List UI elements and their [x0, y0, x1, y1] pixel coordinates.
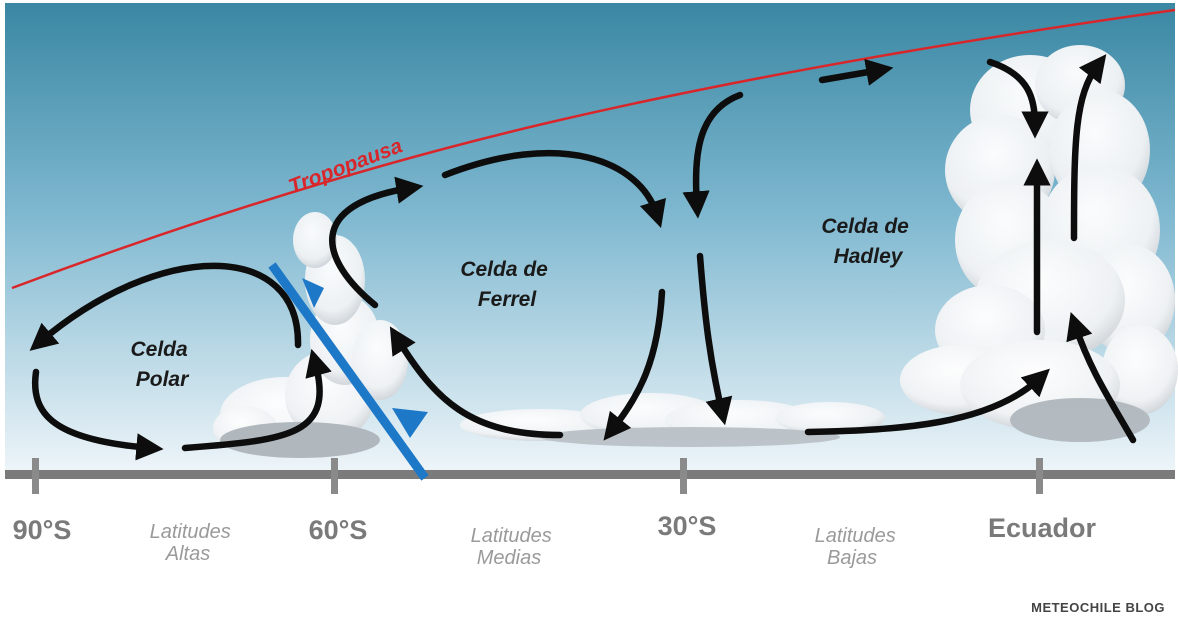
hadley-cell-arrows	[682, 54, 1137, 444]
zone-high-latitudes: Latitudes Altas	[150, 521, 237, 565]
ferrel-cell-arrows	[329, 149, 666, 441]
stratus-cloud-band	[460, 393, 885, 447]
ground-line	[5, 470, 1175, 479]
tropopause-line	[11, 8, 1176, 290]
latitude-60s: 60°S	[309, 515, 368, 545]
latitude-90s: 90°S	[13, 515, 72, 545]
tick-ecuador	[1036, 458, 1043, 494]
polar-cell-arrows	[29, 262, 332, 461]
latitude-30s: 30°S	[658, 511, 717, 541]
ferrel-cell-label: Celda de Ferrel	[460, 258, 553, 311]
latitude-ecuador: Ecuador	[988, 513, 1097, 543]
zone-low-latitudes: Latitudes Bajas	[815, 525, 902, 569]
credit-label: METEOCHILE BLOG	[1031, 600, 1165, 615]
polar-front	[268, 262, 429, 481]
hadley-cell-label: Celda de Hadley	[821, 215, 914, 268]
zone-mid-latitudes: Latitudes Medias	[471, 525, 558, 569]
tick-30s	[680, 458, 687, 494]
tick-60s	[331, 458, 338, 494]
polar-cell-label: Celda Polar	[130, 338, 193, 391]
tick-90s	[32, 458, 39, 494]
